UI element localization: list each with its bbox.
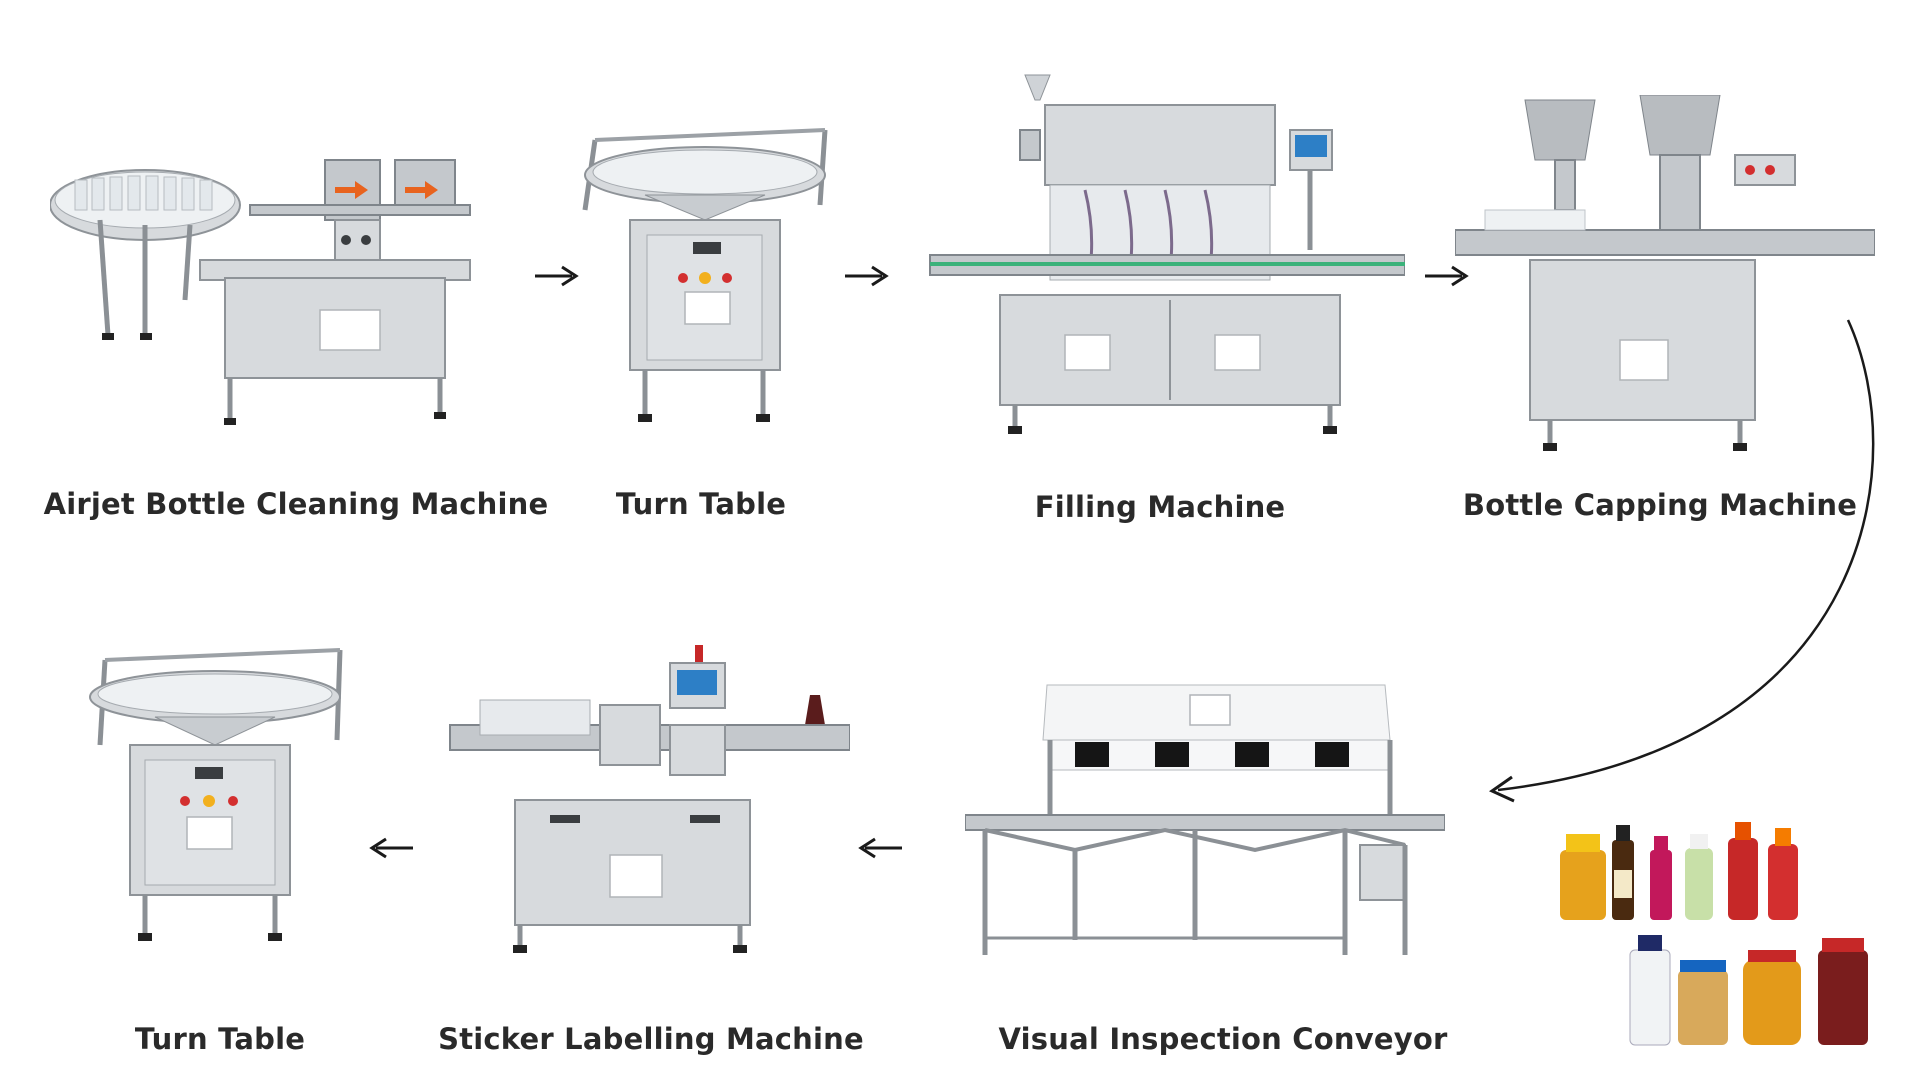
bottle-capping-machine-image	[1455, 95, 1875, 460]
arrow-right-1-icon	[535, 265, 579, 287]
arrow-right-3-icon	[1425, 265, 1469, 287]
filling-machine-image	[925, 70, 1405, 440]
label-airjet-bottle-cleaning-machine: Airjet Bottle Cleaning Machine	[43, 487, 549, 521]
label-bottle-capping-machine: Bottle Capping Machine	[1462, 488, 1858, 522]
label-visual-inspection-conveyor: Visual Inspection Conveyor	[998, 1022, 1448, 1056]
product-bottles-image	[1550, 820, 1885, 1055]
label-turn-table-1: Turn Table	[615, 487, 787, 521]
arrow-right-2-icon	[845, 265, 889, 287]
arrow-left-2-icon	[369, 837, 413, 859]
turn-table-2-image	[75, 645, 345, 950]
label-turn-table-2: Turn Table	[134, 1022, 306, 1056]
arrow-left-1-icon	[858, 837, 902, 859]
label-sticker-labelling-machine: Sticker Labelling Machine	[438, 1022, 864, 1056]
curved-arrow-icon	[1488, 319, 1875, 803]
label-filling-machine: Filling Machine	[1034, 490, 1286, 524]
airjet-bottle-cleaning-machine-image	[50, 150, 530, 425]
sticker-labelling-machine-image	[440, 645, 850, 955]
turn-table-1-image	[575, 120, 835, 430]
visual-inspection-conveyor-image	[965, 680, 1445, 965]
